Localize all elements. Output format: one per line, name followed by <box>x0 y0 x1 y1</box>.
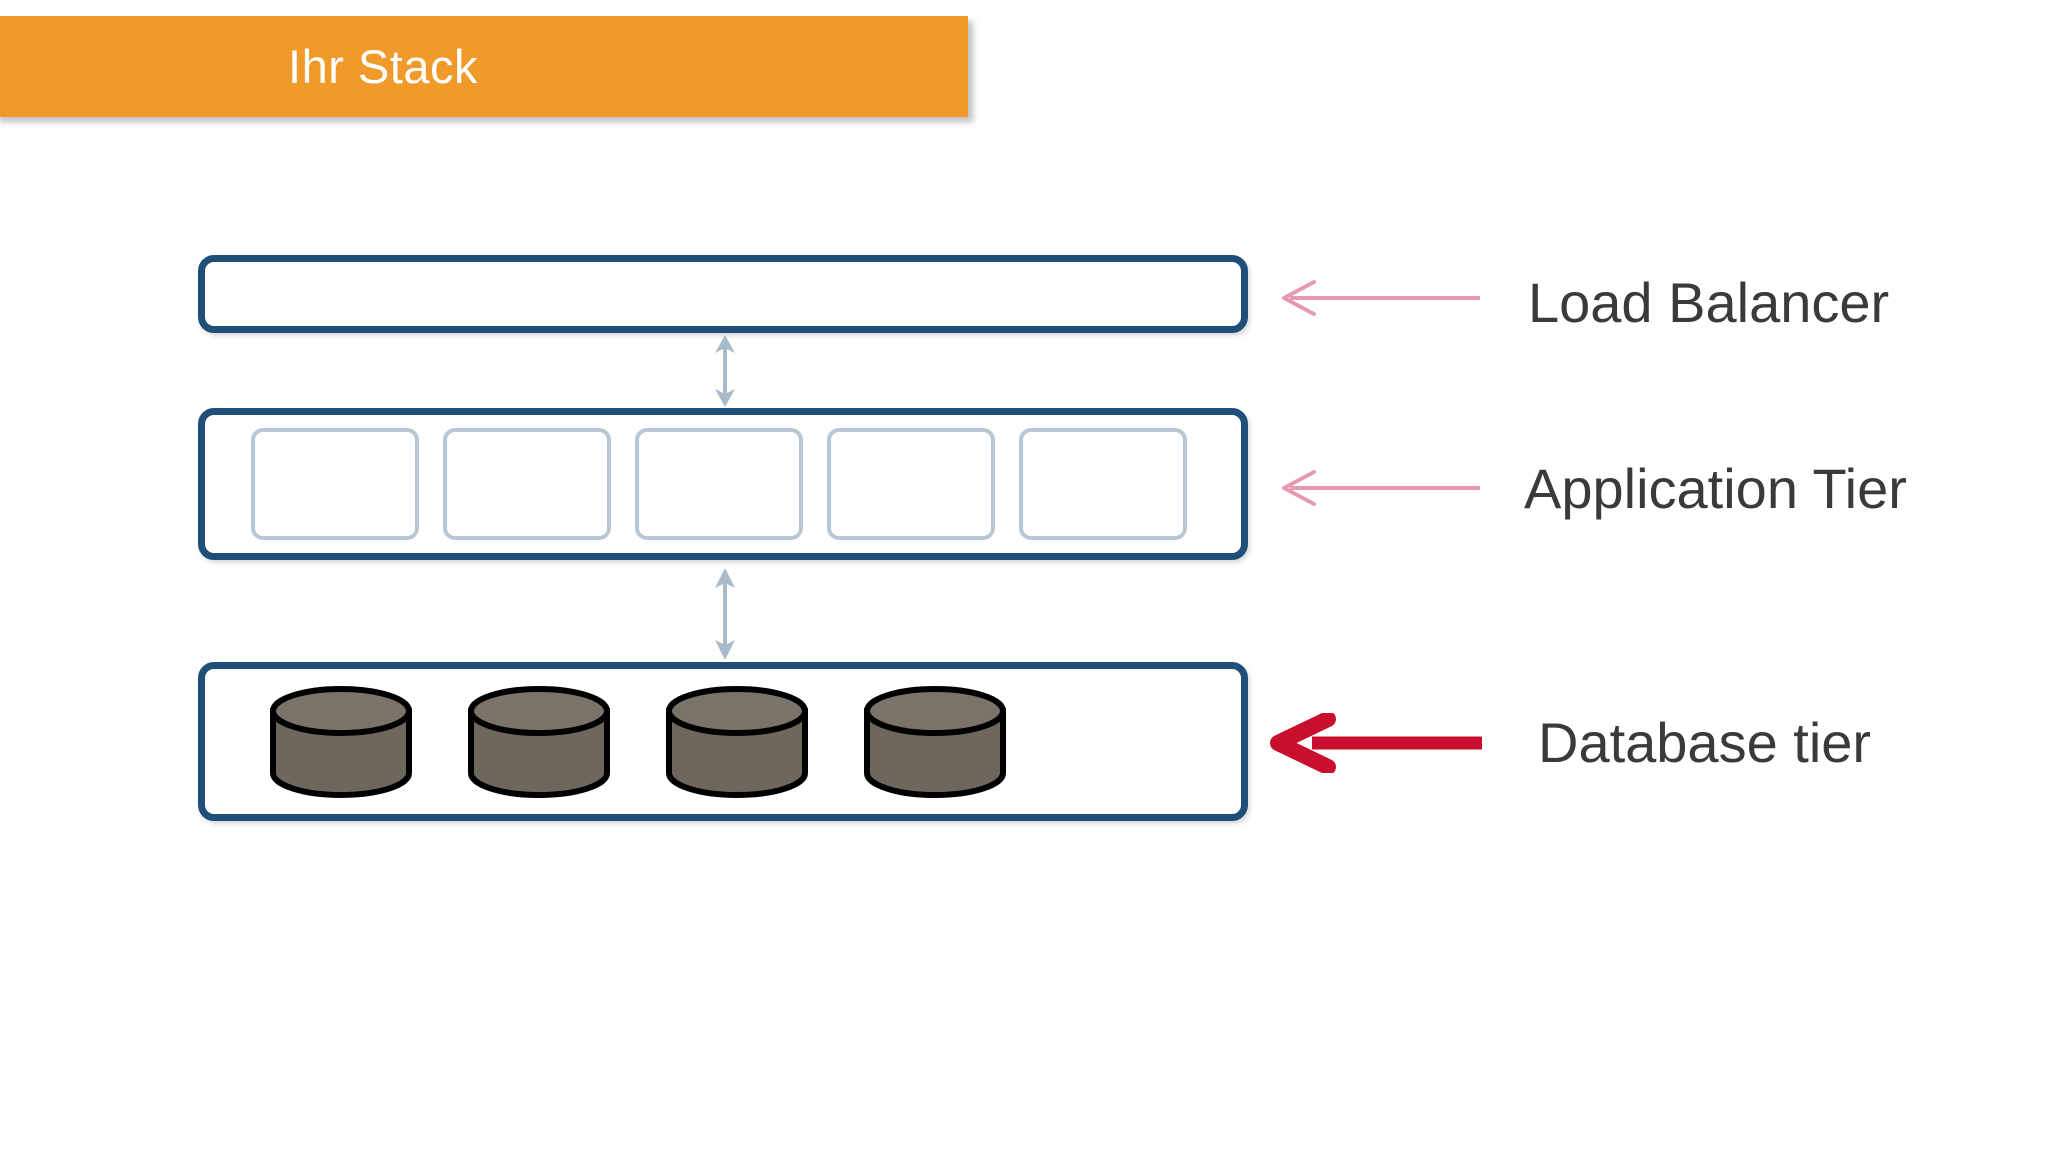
double-arrow-vertical-icon <box>705 333 745 409</box>
database-cylinder-icon[interactable] <box>861 683 1009 801</box>
label-database-tier: Database tier <box>1538 711 1872 774</box>
application-node[interactable] <box>1019 428 1187 540</box>
database-cylinder-icon[interactable] <box>663 683 811 801</box>
application-node[interactable] <box>635 428 803 540</box>
database-cylinder-icon[interactable] <box>465 683 613 801</box>
application-node[interactable] <box>251 428 419 540</box>
page-title: Ihr Stack <box>288 40 478 93</box>
label-load-balancer: Load Balancer <box>1528 271 1890 334</box>
database-node-list <box>205 669 1241 814</box>
tier-box-load-balancer[interactable] <box>198 255 1248 333</box>
arrow-left-icon-application-tier <box>1272 458 1482 518</box>
label-application-tier: Application Tier <box>1524 457 1907 520</box>
application-node-list <box>205 415 1241 553</box>
arrow-left-icon-load-balancer <box>1272 268 1482 328</box>
tier-box-database[interactable] <box>198 662 1248 821</box>
application-node[interactable] <box>443 428 611 540</box>
title-banner: Ihr Stack <box>0 16 968 117</box>
double-arrow-vertical-icon <box>705 566 745 662</box>
arrow-left-icon-database-tier <box>1268 713 1484 773</box>
database-cylinder-icon[interactable] <box>267 683 415 801</box>
application-node[interactable] <box>827 428 995 540</box>
tier-box-application[interactable] <box>198 408 1248 560</box>
